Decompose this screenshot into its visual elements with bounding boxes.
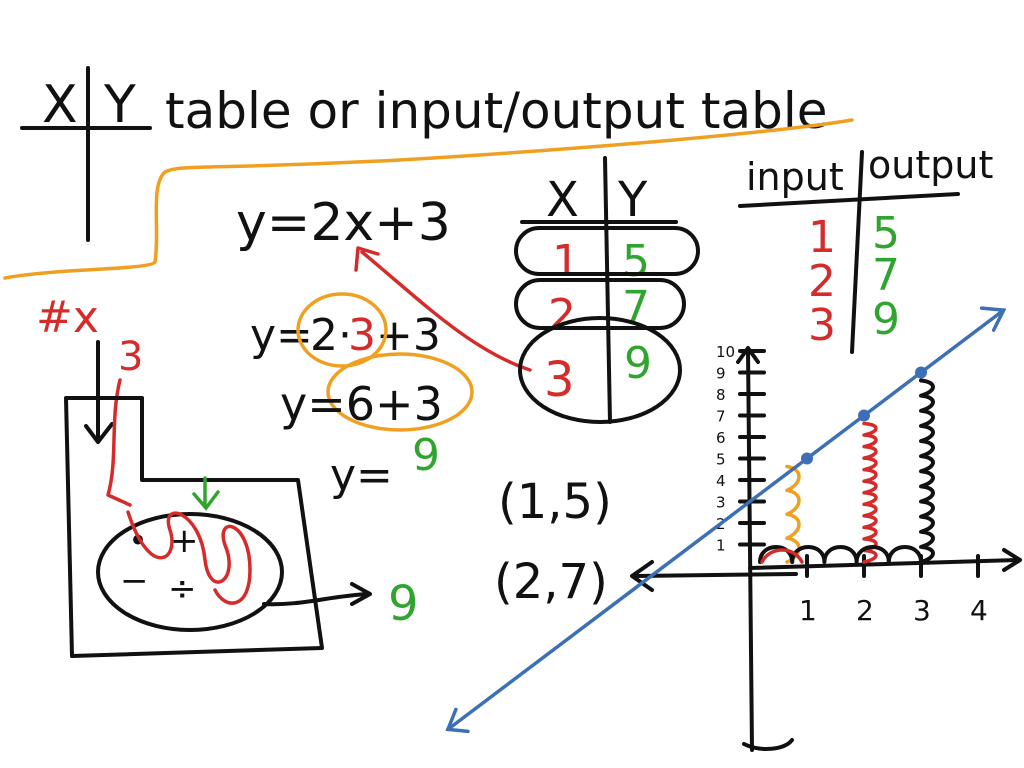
io-header-output: output bbox=[868, 143, 993, 187]
graph-y-axis bbox=[746, 348, 754, 752]
equation-main: y=2x+3 bbox=[236, 193, 451, 253]
y-tick-label: 8 bbox=[716, 386, 726, 404]
op-multiply: • bbox=[128, 521, 148, 561]
plot-point-3 bbox=[915, 366, 927, 379]
machine-input-value: 3 bbox=[118, 334, 143, 380]
step1-prefix: y= bbox=[250, 310, 313, 361]
machine-outline bbox=[64, 396, 324, 658]
title-section: X Y table or input/output table bbox=[20, 66, 827, 242]
y-tick-label: 9 bbox=[716, 365, 726, 383]
machine-operation-oval bbox=[96, 512, 284, 632]
machine-op-arrow bbox=[192, 476, 220, 511]
step1-coef: 2· bbox=[310, 310, 352, 361]
x-tick-label: 4 bbox=[970, 594, 988, 627]
step3-result: 9 bbox=[412, 430, 440, 481]
graph-line bbox=[446, 308, 1006, 732]
y-tick-label: 6 bbox=[716, 429, 726, 447]
rise-squiggle-2 bbox=[862, 421, 878, 564]
io-row3-input: 3 bbox=[808, 300, 836, 351]
io-row1-output: 5 bbox=[872, 208, 900, 259]
plot-point-group bbox=[801, 366, 927, 465]
equation-work: y=2x+3 y= 2· 3 +3 y=6+3 y= 9 bbox=[236, 193, 532, 501]
point-2: (2,7) bbox=[494, 554, 608, 610]
xy-header-y: Y bbox=[617, 172, 648, 228]
ordered-pairs: (1,5) (2,7) bbox=[494, 474, 798, 610]
io-row2-output: 7 bbox=[872, 250, 900, 301]
page-title: table or input/output table bbox=[165, 82, 827, 140]
graph-line-arrowhead-top bbox=[979, 306, 1007, 332]
x-tick-label: 2 bbox=[856, 594, 874, 627]
xy-row3-x: 3 bbox=[544, 352, 575, 408]
rise-squiggle-1 bbox=[785, 464, 801, 564]
machine-input-label: #x bbox=[36, 292, 99, 343]
rise-run-marks bbox=[758, 378, 935, 564]
graph-line-arrowhead-bottom bbox=[445, 707, 470, 734]
xy-table: X Y 1 5 2 7 3 9 bbox=[514, 156, 700, 424]
y-tick-label: 4 bbox=[716, 472, 726, 490]
operation-loops bbox=[126, 510, 252, 605]
machine-out-arrow bbox=[262, 582, 372, 607]
xy-row3-ring bbox=[518, 316, 682, 424]
title-x-header: X bbox=[42, 75, 78, 135]
function-machine: #x 3 • + − ÷ 9 bbox=[36, 292, 419, 658]
xy-table-vline bbox=[603, 156, 612, 424]
substitution-arrow bbox=[354, 246, 532, 372]
x-tick-group: 1 2 3 4 bbox=[799, 554, 988, 627]
x-tick-label: 1 bbox=[799, 594, 817, 627]
step1-input: 3 bbox=[348, 310, 376, 361]
orange-divider bbox=[3, 118, 854, 280]
run-humps bbox=[758, 545, 923, 564]
rise-squiggle-3 bbox=[919, 378, 935, 564]
io-table: input output 1 5 2 7 3 9 bbox=[738, 143, 993, 354]
y-tick-label: 3 bbox=[716, 494, 726, 512]
step2-highlight bbox=[326, 352, 474, 432]
input-flow-line bbox=[106, 378, 132, 507]
io-header-input: input bbox=[746, 155, 844, 199]
op-divide: ÷ bbox=[168, 569, 197, 609]
graph-x-axis bbox=[748, 558, 1020, 570]
run-hump-red bbox=[760, 548, 804, 564]
machine-in-arrow bbox=[84, 340, 114, 444]
xy-header-x: X bbox=[546, 172, 579, 228]
step3-prefix: y= bbox=[330, 450, 393, 501]
machine-output-value: 9 bbox=[388, 576, 419, 632]
io-row2-input: 2 bbox=[808, 256, 836, 307]
xy-row1-ring bbox=[514, 226, 700, 276]
x-tick-label: 3 bbox=[913, 594, 931, 627]
xy-row2-ring bbox=[514, 278, 686, 330]
title-y-header: Y bbox=[103, 75, 136, 135]
io-row1-input: 1 bbox=[808, 212, 836, 263]
io-table-vline bbox=[850, 150, 864, 354]
step1-highlight bbox=[296, 292, 388, 368]
y-tick-label: 7 bbox=[716, 408, 726, 426]
plot-point-1 bbox=[801, 452, 813, 465]
xy-row2-x: 2 bbox=[548, 290, 576, 341]
y-tick-label: 1 bbox=[716, 537, 726, 555]
step2: y=6+3 bbox=[280, 377, 443, 431]
op-subtract: − bbox=[120, 561, 149, 601]
io-table-hline bbox=[738, 192, 960, 208]
plot-point-2 bbox=[858, 409, 870, 422]
y-axis-hook bbox=[742, 738, 794, 751]
pair-to-graph-arrow bbox=[630, 560, 798, 592]
xy-row3-y: 9 bbox=[624, 338, 652, 389]
coordinate-graph: 1 2 3 4 1 2 3 4 5 6 7 8 9 10 bbox=[445, 306, 1022, 752]
io-row3-output: 9 bbox=[872, 294, 900, 345]
y-axis-arrowhead bbox=[736, 346, 760, 364]
point-1: (1,5) bbox=[498, 474, 612, 530]
y-tick-label: 5 bbox=[716, 451, 726, 469]
y-tick-label: 10 bbox=[716, 343, 735, 361]
x-axis-arrowhead bbox=[1002, 548, 1022, 572]
